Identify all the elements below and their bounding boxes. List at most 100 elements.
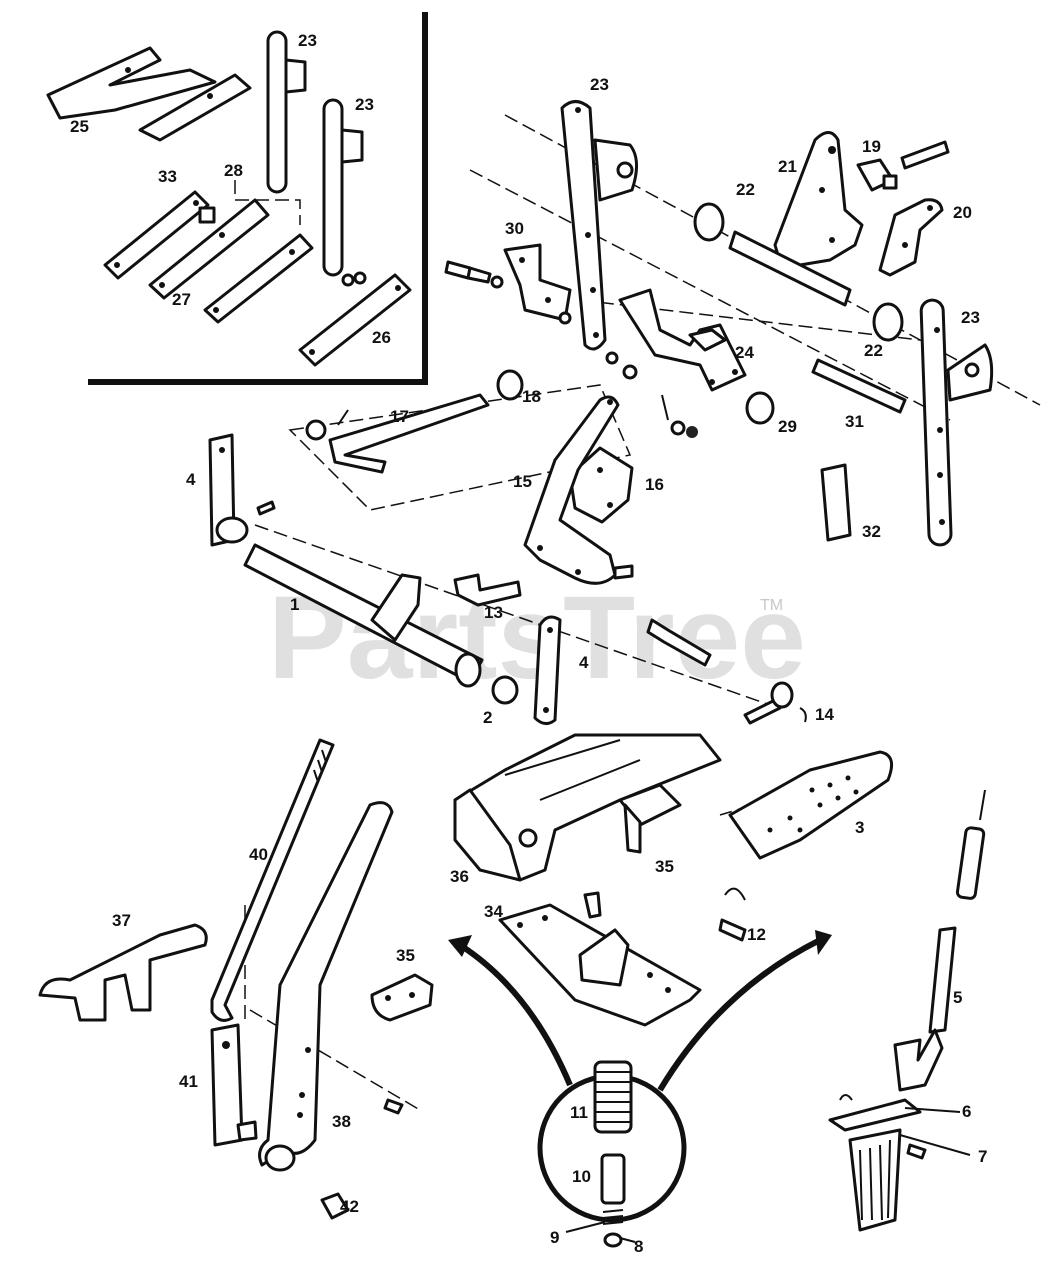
callout-21: 21 (778, 157, 797, 176)
washer (670, 420, 686, 436)
part-40-rod (210, 738, 335, 1022)
part-16-bracket (568, 446, 634, 524)
part-3-plate (728, 750, 894, 860)
washer (605, 351, 619, 365)
callout-30: 30 (505, 219, 524, 238)
callout-35: 35 (655, 857, 674, 876)
leader-lines (565, 1107, 971, 1243)
callout-40: 40 (249, 845, 268, 864)
part-38-lever (258, 801, 394, 1172)
callout-16: 16 (645, 475, 664, 494)
part-18-bushing (496, 369, 524, 401)
nut (622, 364, 638, 380)
callout-6: 6 (962, 1102, 971, 1121)
part-41-plate (210, 1023, 258, 1147)
part-37-handle (38, 923, 208, 1022)
inset-panel (46, 12, 428, 385)
part-5-assembly (893, 789, 986, 1092)
part-30-bolt (444, 260, 504, 289)
part-22-bushing-a (693, 202, 725, 242)
callout-23: 23 (298, 31, 317, 50)
callout-34: 34 (484, 902, 503, 921)
part-35-clevis (370, 973, 434, 1022)
part-34-base-plate (498, 891, 702, 1027)
washer (558, 311, 572, 325)
part-22-bushing-b (872, 302, 904, 342)
callout-22: 22 (736, 180, 755, 199)
callout-4: 4 (186, 470, 196, 489)
part-4-arm-bottom (533, 615, 562, 725)
part-13-clip (453, 573, 522, 607)
part-9-spring (602, 1209, 624, 1225)
cotter-pin (661, 394, 669, 421)
part-35-bracket-top (618, 783, 682, 854)
part-30-bracket (503, 243, 572, 322)
part-42-nut (320, 1192, 350, 1220)
callout-18: 18 (522, 387, 541, 406)
part-36-actuator (453, 733, 722, 882)
nut (686, 426, 698, 438)
callout-15: 15 (513, 472, 532, 491)
part-23-link-a (266, 30, 288, 194)
callout-26: 26 (372, 328, 391, 347)
part-32-block (820, 463, 852, 542)
callout-1: 1 (290, 595, 299, 614)
pin (900, 140, 950, 170)
washer (305, 419, 327, 441)
callout-24: 24 (735, 343, 754, 362)
part-23-link-b (322, 98, 344, 277)
watermark-trademark: TM (760, 597, 783, 614)
part-11-spring (593, 1060, 633, 1134)
stud (646, 618, 712, 667)
part-10-sleeve (600, 1153, 626, 1205)
callout-11: 11 (570, 1103, 588, 1122)
part-33-link (103, 190, 210, 280)
part-1-shaft (243, 543, 484, 688)
part-15-arm (523, 395, 634, 585)
shaft (728, 230, 852, 307)
part-12-pin (718, 887, 747, 942)
cotter-pin (337, 409, 349, 426)
part-14-rod-end (743, 681, 807, 725)
part-28-stub (198, 180, 301, 225)
callout-25: 25 (70, 117, 89, 136)
callout-19: 19 (862, 137, 881, 156)
callout-5: 5 (953, 988, 962, 1007)
part-4-arm-top (208, 433, 249, 547)
callout-32: 32 (862, 522, 881, 541)
callout-38: 38 (332, 1112, 351, 1131)
callout-3: 3 (855, 818, 864, 837)
callout-8: 8 (634, 1237, 643, 1256)
callout-28: 28 (224, 161, 243, 180)
callout-13: 13 (484, 603, 503, 622)
part-8-ball (603, 1232, 623, 1248)
detail-circle (537, 1060, 687, 1248)
callout-29: 29 (778, 417, 797, 436)
callout-9: 9 (550, 1228, 559, 1247)
part-23-right-arm (919, 298, 994, 547)
callout-14: 14 (815, 705, 834, 724)
callout-2: 2 (483, 708, 492, 727)
callout-37: 37 (112, 911, 131, 930)
callout-20: 20 (953, 203, 972, 222)
callout-31: 31 (845, 412, 864, 431)
callout-10: 10 (572, 1167, 591, 1186)
part-25-bracket (46, 46, 252, 142)
pin (256, 500, 276, 516)
callout-labels: 23 23 25 33 28 27 26 23 19 21 22 20 30 2… (70, 31, 987, 1256)
pedal-body (848, 1128, 902, 1232)
part-23-long-arm (560, 100, 638, 351)
callout-33: 33 (158, 167, 177, 186)
callout-7: 7 (978, 1147, 987, 1166)
part-24-bracket (618, 288, 747, 392)
arrow-left (448, 935, 573, 1087)
part-20-bracket (878, 198, 944, 277)
callout-22: 22 (864, 341, 883, 360)
callout-41: 41 (179, 1072, 198, 1091)
callout-23: 23 (355, 95, 374, 114)
part-26-link (298, 271, 412, 367)
callout-4: 4 (579, 653, 589, 672)
callout-36: 36 (450, 867, 469, 886)
part-6-7-pivot (828, 1094, 927, 1160)
